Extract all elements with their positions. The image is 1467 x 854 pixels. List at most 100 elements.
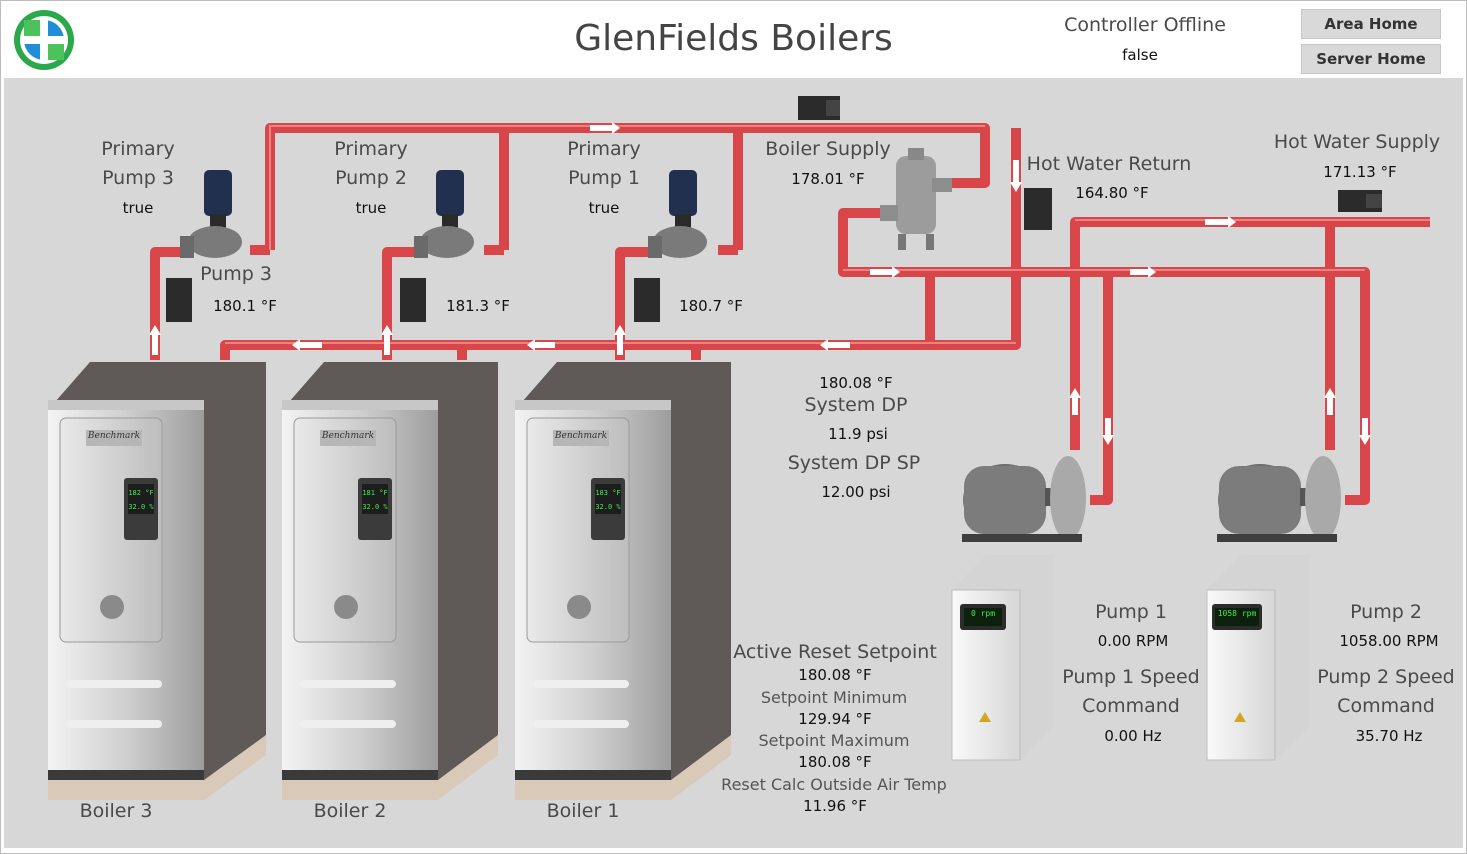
primary-pump-2-label-1: Primary: [334, 138, 408, 160]
setpoint-minimum-label: Setpoint Minimum: [760, 688, 908, 707]
pump-1-rpm: 0.00 RPM: [1097, 632, 1169, 650]
flow-arrow-icon: [292, 339, 322, 351]
system-return-temp: 180.08 °F: [819, 374, 893, 392]
hot-water-supply-value: 171.13 °F: [1323, 163, 1397, 181]
system-dp-sp-value: 12.00 psi: [821, 483, 891, 501]
flow-arrow-icon: [527, 339, 555, 351]
system-dp-sp-label: System DP SP: [787, 452, 921, 474]
primary-pump-3-temp: 180.1 °F: [213, 297, 277, 315]
hot-water-return-label: Hot Water Return: [1026, 153, 1192, 175]
flow-arrow-icon: [590, 122, 620, 134]
flow-arrow-icon: [1130, 266, 1156, 278]
reset-oat-label: Reset Calc Outside Air Temp: [721, 775, 947, 794]
primary-pump-3-label-1: Primary: [101, 138, 175, 160]
pump-2-rpm: 1058.00 RPM: [1339, 632, 1439, 650]
pump-2-speed-value: 35.70 Hz: [1355, 727, 1423, 745]
sensor-hw-supply[interactable]: [1338, 190, 1382, 212]
vfd-icon[interactable]: [951, 555, 1054, 761]
boiler-2-display-temp: 181 °F: [362, 489, 388, 497]
primary-pump-3-overlay: Pump 3: [200, 263, 272, 285]
pump-2-name: Pump 2: [1350, 601, 1422, 623]
flow-arrows: [149, 122, 1371, 445]
setpoint-maximum-label: Setpoint Maximum: [758, 731, 910, 750]
primary-pump-2-status: true: [355, 199, 387, 217]
boiler-2-display: 181 °F 32.0 %: [362, 486, 388, 514]
active-reset-setpoint-label: Active Reset Setpoint: [733, 641, 937, 663]
pump-icon[interactable]: [180, 170, 242, 258]
boiler-1-display-fire: 32.0 %: [595, 503, 621, 511]
server-home-button[interactable]: Server Home: [1301, 44, 1441, 74]
boiler-2-display-fire: 32.0 %: [362, 503, 388, 511]
pump-2-speed-label-1: Pump 2 Speed: [1317, 666, 1455, 688]
boiler-icon[interactable]: [48, 362, 266, 800]
pump-icon[interactable]: [414, 170, 474, 258]
boiler-3-display: 182 °F 32.0 %: [128, 486, 154, 514]
primary-pump-1-temp: 180.7 °F: [679, 297, 743, 315]
flow-arrow-icon: [149, 325, 161, 355]
flow-arrow-icon: [1324, 388, 1336, 415]
boiler-1-display: 183 °F 32.0 %: [595, 486, 621, 514]
primary-pump-2-label-2: Pump 2: [335, 167, 407, 189]
header-bar: [4, 4, 1463, 76]
sensor-pump3-temp[interactable]: [166, 278, 192, 322]
boiler-icon[interactable]: [282, 362, 498, 800]
flow-arrow-icon: [381, 325, 393, 355]
sensor-pump2-temp[interactable]: [400, 278, 426, 322]
boiler-icon[interactable]: [515, 362, 731, 800]
system-dp-value: 11.9 psi: [828, 425, 888, 443]
reset-oat-value: 11.96 °F: [803, 797, 867, 815]
primary-pump-1-label-1: Primary: [567, 138, 641, 160]
primary-pump-2-temp: 181.3 °F: [446, 297, 510, 315]
boiler-supply-label: Boiler Supply: [765, 138, 891, 160]
controller-offline-value: false: [1122, 46, 1158, 64]
page-title: GlenFields Boilers: [574, 18, 893, 59]
sensor-hw-return[interactable]: [1024, 188, 1052, 230]
logo-icon: [14, 10, 74, 70]
boiler-1-name: Boiler 1: [546, 800, 620, 822]
pump-1-speed-label-1: Pump 1 Speed: [1062, 666, 1200, 688]
setpoint-minimum-value: 129.94 °F: [798, 710, 872, 728]
setpoint-maximum-value: 180.08 °F: [798, 753, 872, 771]
pump-1-name: Pump 1: [1095, 601, 1167, 623]
flow-arrow-icon: [1069, 388, 1081, 415]
primary-pump-1-label-2: Pump 1: [568, 167, 640, 189]
boiler-3-display-fire: 32.0 %: [128, 503, 154, 511]
pump-1-speed-label-2: Command: [1082, 695, 1180, 717]
controller-offline-label: Controller Offline: [1064, 14, 1226, 36]
pump-2-speed-label-2: Command: [1337, 695, 1435, 717]
primary-pump-3-label-2: Pump 3: [102, 167, 174, 189]
flow-arrow-icon: [614, 325, 626, 355]
motor-icon[interactable]: [1217, 456, 1341, 542]
hot-water-supply-label: Hot Water Supply: [1273, 131, 1441, 153]
vfd-2-display: 1058 rpm: [1217, 609, 1257, 618]
flow-arrow-icon: [870, 266, 900, 278]
boiler-1-display-temp: 183 °F: [595, 489, 621, 497]
boiler-3-display-temp: 182 °F: [128, 489, 154, 497]
primary-pump-1-status: true: [588, 199, 620, 217]
system-dp-label: System DP: [804, 394, 908, 416]
vfd-icon[interactable]: [1206, 555, 1309, 761]
motor-icon[interactable]: [962, 456, 1086, 542]
pump-1-speed-value: 0.00 Hz: [1104, 727, 1162, 745]
flow-arrow-icon: [1010, 160, 1022, 192]
flow-arrow-icon: [1359, 418, 1371, 445]
hot-water-return-value: 164.80 °F: [1075, 184, 1149, 202]
flow-arrow-icon: [820, 339, 850, 351]
boiler-1-brand: Benchmark: [554, 431, 608, 441]
boiler-2-name: Boiler 2: [313, 800, 387, 822]
air-separator-icon: [880, 148, 952, 250]
active-reset-setpoint-value: 180.08 °F: [798, 666, 872, 684]
primary-pump-3-status: true: [122, 199, 154, 217]
boiler-3-brand: Benchmark: [87, 431, 141, 441]
flow-arrow-icon: [1102, 418, 1114, 445]
pump-icon[interactable]: [648, 170, 707, 258]
boiler-2-brand: Benchmark: [321, 431, 375, 441]
vfd-1-display: 0 rpm: [970, 609, 996, 618]
flow-arrow-icon: [1205, 216, 1236, 228]
sensor-pump1-temp[interactable]: [634, 278, 660, 322]
area-home-button[interactable]: Area Home: [1301, 9, 1441, 39]
boiler-3-name: Boiler 3: [79, 800, 153, 822]
sensor-boiler-supply[interactable]: [798, 96, 840, 120]
boiler-supply-value: 178.01 °F: [791, 170, 865, 188]
